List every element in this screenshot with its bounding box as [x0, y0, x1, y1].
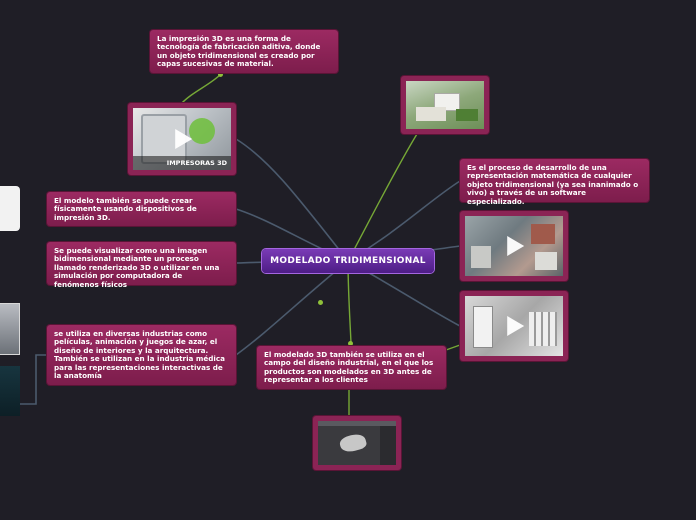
city-block-shape-2: [531, 224, 555, 244]
software-sidebar: [380, 426, 396, 465]
play-icon[interactable]: [507, 236, 525, 256]
software-toolbar: [318, 421, 396, 426]
printer-caption-bar: [133, 156, 231, 170]
node-industries[interactable]: se utiliza en diversas industrias como p…: [47, 325, 236, 385]
node-text: Se puede visualizar como una imagen bidi…: [54, 246, 220, 289]
green-print-shape: [189, 118, 215, 144]
node-text: Es el proceso de desarrollo de una repre…: [467, 163, 639, 206]
node-visualize[interactable]: Se puede visualizar como una imagen bidi…: [47, 242, 236, 288]
software-model-shape: [338, 431, 368, 455]
video-node-printer[interactable]: IMPRESORAS 3D: [128, 103, 236, 175]
central-topic[interactable]: MODELADO TRIDIMENSIONAL: [262, 249, 434, 273]
city-block-shape-1: [471, 246, 491, 268]
partial-image-left-1[interactable]: [0, 303, 20, 355]
buildings-video-thumbnail: [465, 296, 563, 356]
node-physical-model[interactable]: El modelo también se puede crear físicam…: [47, 192, 236, 226]
building-shape-1: [473, 306, 493, 348]
building-shape-2: [529, 312, 557, 346]
image-node-software[interactable]: [313, 416, 401, 470]
printer-video-caption: IMPRESORAS 3D: [166, 159, 227, 167]
garden-shape: [456, 109, 478, 121]
partial-image-left-2[interactable]: [0, 366, 20, 416]
partial-node-left[interactable]: [0, 186, 20, 231]
3d-software-screenshot: [318, 421, 396, 465]
image-node-house[interactable]: [401, 76, 489, 134]
play-icon[interactable]: [175, 129, 193, 149]
node-definition-top[interactable]: La impresión 3D es una forma de tecnolog…: [150, 30, 338, 73]
house-roof-shape: [434, 93, 460, 111]
video-node-buildings[interactable]: [460, 291, 568, 361]
connector-dot-bottom: [348, 341, 353, 346]
play-icon[interactable]: [507, 316, 525, 336]
node-text: se utiliza en diversas industrias como p…: [54, 329, 225, 381]
house-render-image: [406, 81, 484, 129]
central-topic-label: MODELADO TRIDIMENSIONAL: [270, 256, 426, 266]
house-wall-shape: [416, 107, 446, 121]
printer-video-thumbnail: IMPRESORAS 3D: [133, 108, 231, 170]
connector-dot-top: [218, 72, 223, 77]
node-text: El modelo también se puede crear físicam…: [54, 196, 197, 222]
node-text: La impresión 3D es una forma de tecnolog…: [157, 34, 321, 69]
city-video-thumbnail: [465, 216, 563, 276]
node-process[interactable]: Es el proceso de desarrollo de una repre…: [460, 159, 649, 205]
video-node-city[interactable]: [460, 211, 568, 281]
connector-dot-center: [318, 300, 323, 305]
node-industrial-design[interactable]: El modelado 3D también se utiliza en el …: [257, 346, 446, 389]
node-text: El modelado 3D también se utiliza en el …: [264, 350, 434, 385]
city-block-shape-3: [535, 252, 557, 270]
